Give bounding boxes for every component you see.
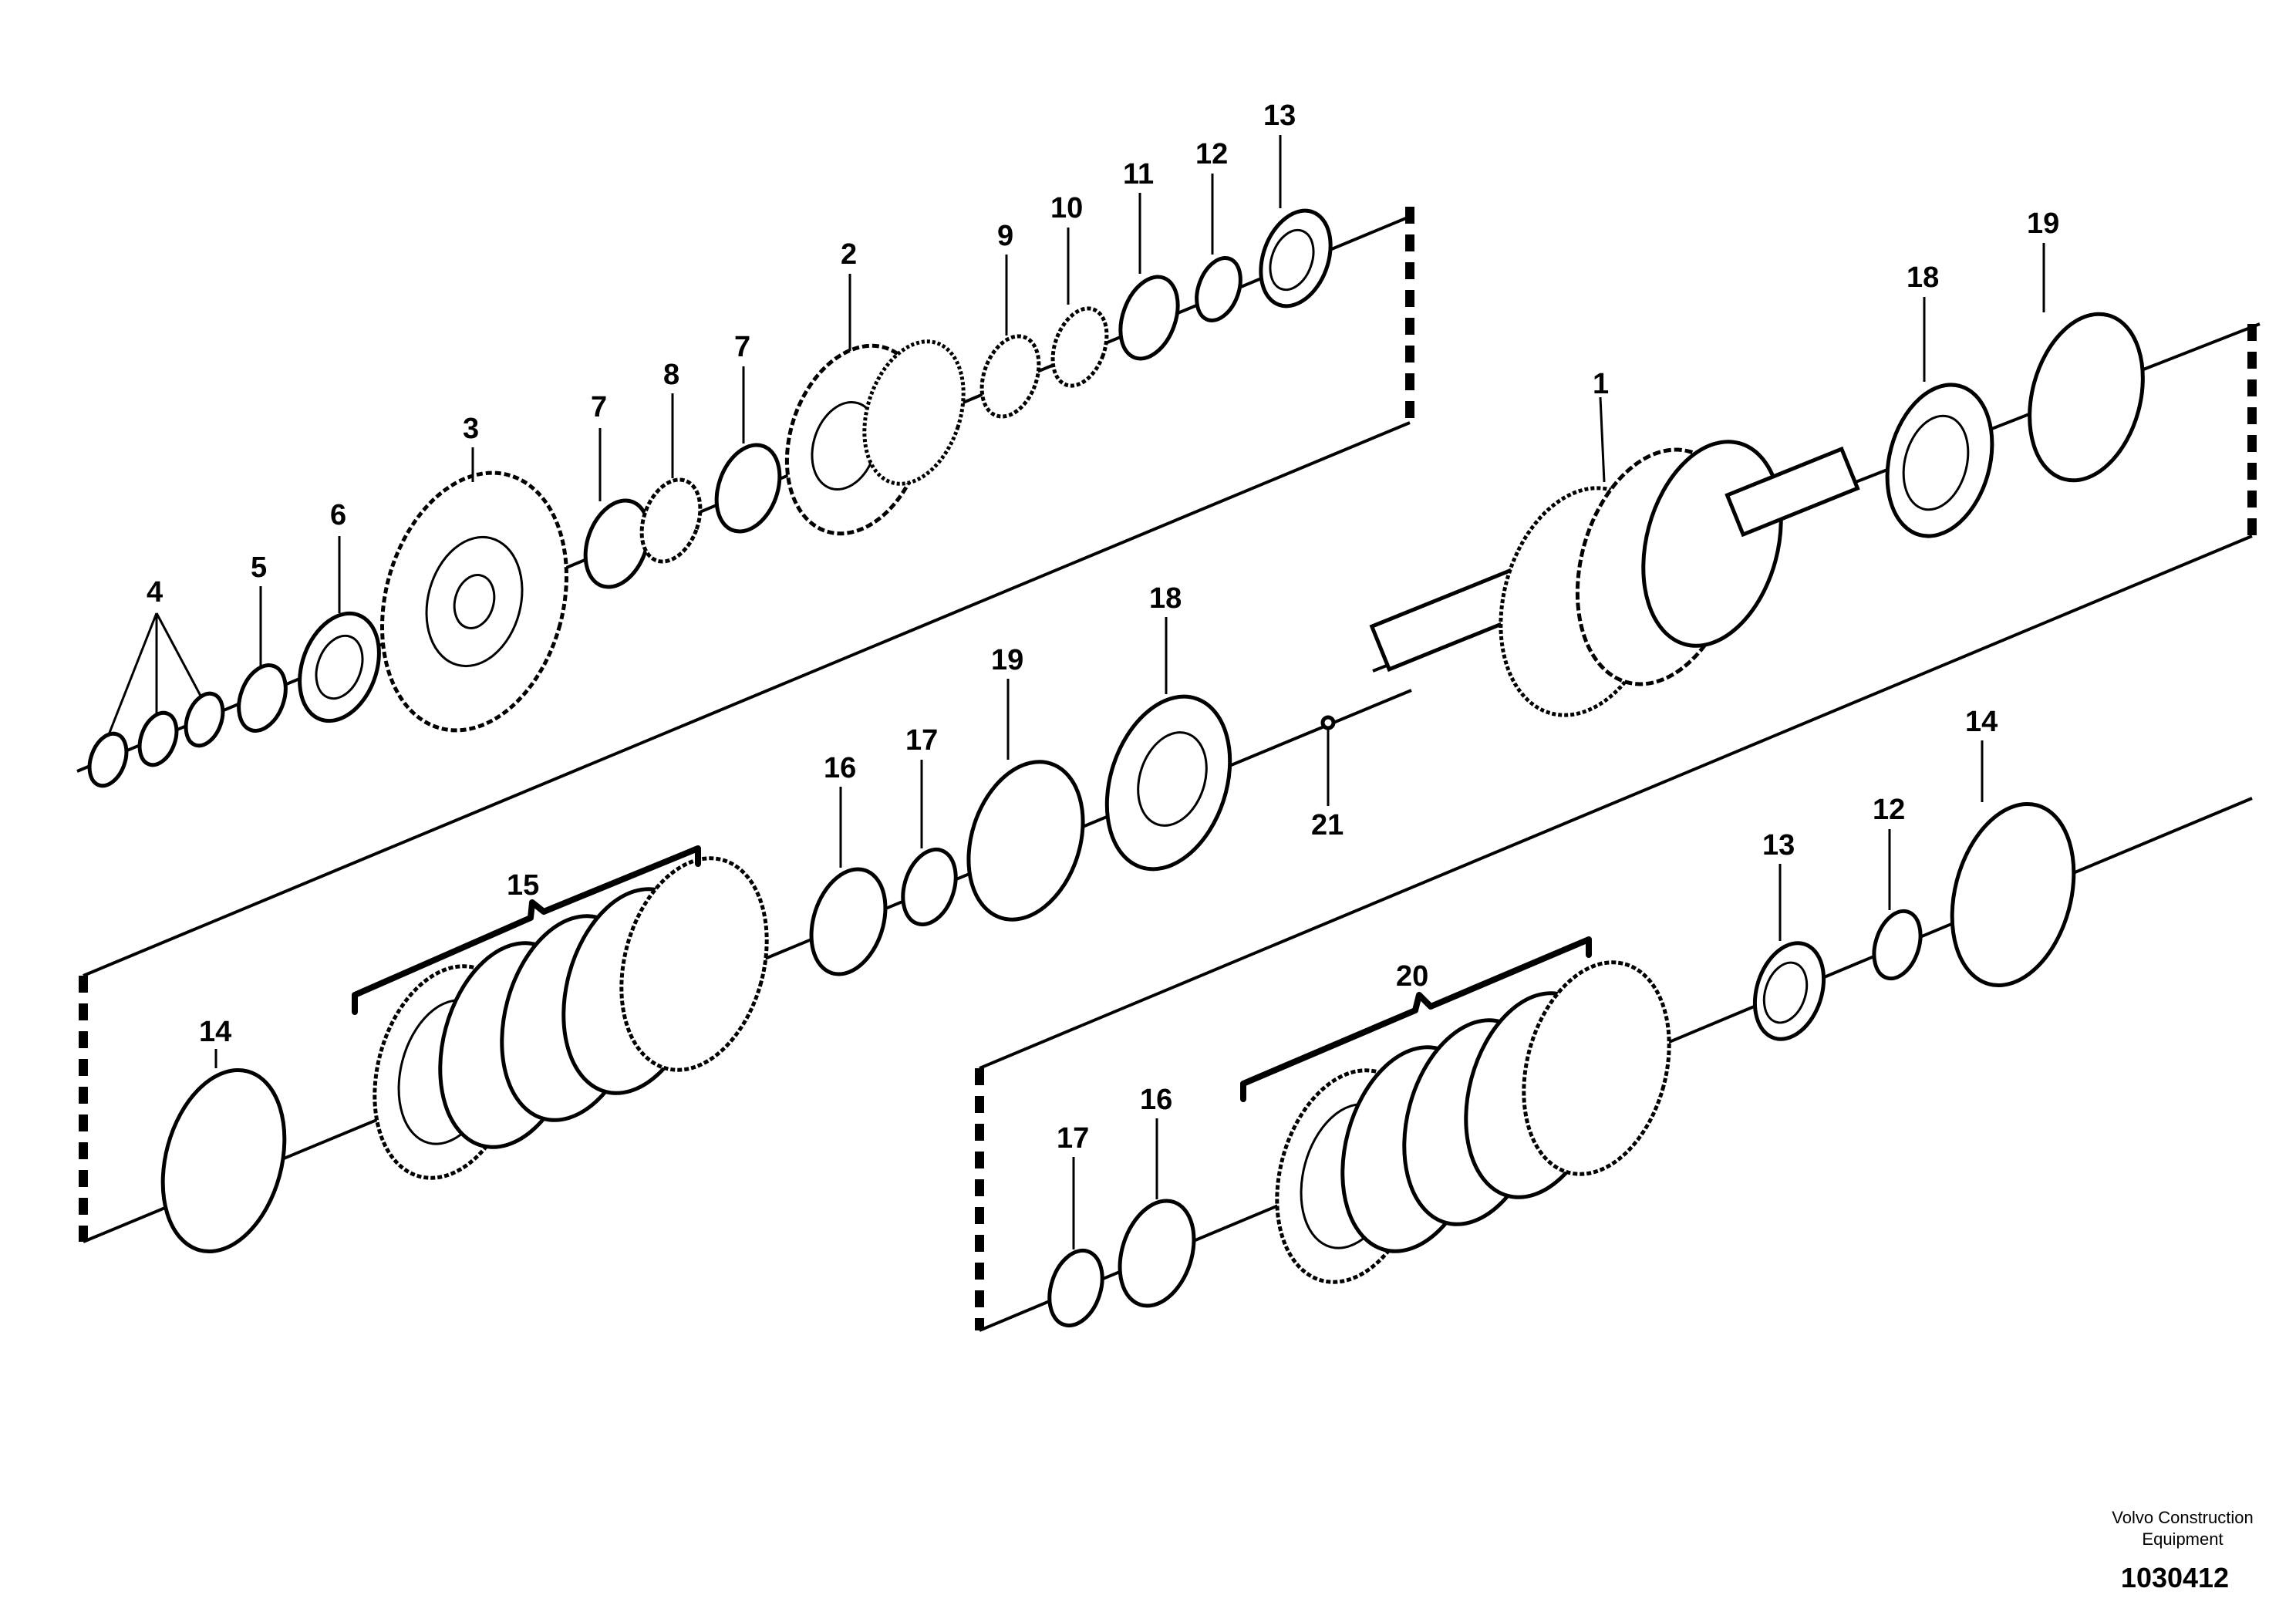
callout-12: 12 <box>1195 138 1228 170</box>
callout-7a: 7 <box>591 391 607 423</box>
snap-ring-17-right <box>1047 1248 1104 1328</box>
leader-lines <box>106 135 2045 1249</box>
callout-2: 2 <box>841 238 857 271</box>
snap-ring-4b <box>137 710 179 767</box>
callout-14-left: 14 <box>199 1016 231 1048</box>
thrust-washer-13-right <box>1752 941 1826 1041</box>
callout-6: 6 <box>330 499 346 531</box>
callout-10: 10 <box>1050 192 1083 224</box>
clutch-disc-15e <box>619 856 769 1072</box>
shaft-1-end <box>1725 446 1860 538</box>
thrust-washer-7b <box>714 443 782 534</box>
brand-line-2: Equipment <box>2142 1529 2223 1549</box>
seal-ring-19-right <box>2028 312 2145 483</box>
snap-ring-14-right <box>1950 801 2076 988</box>
gear-3-hub <box>425 535 524 668</box>
piston-18-left-inner <box>1137 731 1208 827</box>
brace-20 <box>1240 936 1592 1102</box>
callout-4: 4 <box>147 576 163 609</box>
thrust-washer-16-left <box>809 867 888 976</box>
brand-line-1: Volvo Construction <box>2112 1508 2253 1527</box>
piston-18-right-inner <box>1902 414 1970 511</box>
brace-15 <box>352 845 701 1015</box>
seal-ring-19-left <box>966 760 1085 922</box>
callout-20: 20 <box>1396 960 1428 993</box>
callout-7b: 7 <box>734 331 750 363</box>
needle-bearing-10 <box>1050 306 1109 388</box>
thrust-washer-13 <box>1259 208 1333 309</box>
callout-18-left: 18 <box>1149 582 1182 615</box>
thrust-washer-13-inner <box>1269 228 1315 292</box>
thrust-washer-11 <box>1118 275 1180 361</box>
callout-16-left: 16 <box>824 752 856 784</box>
upper-frame-bottom-line <box>83 421 1411 977</box>
thrust-washer-16-right <box>1118 1199 1196 1308</box>
callout-3: 3 <box>463 413 479 445</box>
callout-11: 11 <box>1123 158 1154 191</box>
needle-bearing-8 <box>639 477 703 564</box>
snap-ring-12 <box>1195 256 1242 322</box>
callout-1: 1 <box>1593 368 1609 400</box>
snap-ring-4a <box>87 731 129 788</box>
snap-ring-14-left <box>160 1067 287 1254</box>
callout-19-right: 19 <box>2027 207 2059 240</box>
callout-19-left: 19 <box>991 644 1023 676</box>
plug-21 <box>1320 715 1336 730</box>
callout-12-right: 12 <box>1873 794 1905 826</box>
callout-13-right: 13 <box>1762 829 1795 862</box>
piston-18-left <box>1104 694 1232 872</box>
callout-14-right: 14 <box>1965 706 1998 738</box>
callout-labels: 1 2 3 4 5 6 7 8 7 9 10 11 12 13 18 19 17… <box>147 99 2059 1155</box>
snap-ring-12-right <box>1872 909 1923 981</box>
callout-17-left: 17 <box>905 724 938 757</box>
callout-8: 8 <box>663 359 679 391</box>
callout-5: 5 <box>251 551 267 584</box>
right-frame-bottom-line <box>979 534 2253 1070</box>
gear-3-bore <box>453 574 496 629</box>
gear-3 <box>380 470 568 733</box>
leader-4a <box>106 612 158 737</box>
callout-13: 13 <box>1263 99 1296 132</box>
leader-1 <box>1599 396 1606 483</box>
main-shaft-assembly <box>975 312 2261 1332</box>
callout-9: 9 <box>997 220 1013 252</box>
callout-18-right: 18 <box>1907 261 1939 294</box>
footer: Volvo Construction Equipment 1030412 <box>2112 1508 2253 1593</box>
ball-bearing-6-inner <box>315 634 364 700</box>
clutch-disc-20e <box>1522 960 1671 1176</box>
callout-21: 21 <box>1311 809 1344 841</box>
callout-16-right: 16 <box>1140 1084 1172 1116</box>
drawing-number: 1030412 <box>2121 1562 2229 1593</box>
thrust-washer-7a <box>583 498 651 589</box>
thrust-washer-13-right-inner <box>1762 961 1809 1024</box>
retaining-ring-5 <box>237 663 288 733</box>
snap-ring-17-left <box>901 847 958 927</box>
upper-assembly <box>76 207 1414 1254</box>
callout-15: 15 <box>507 869 539 902</box>
piston-18-right <box>1885 383 1994 538</box>
gear-2-spline <box>862 339 966 486</box>
roller-cage-9 <box>979 334 1041 419</box>
leader-4c <box>155 612 202 696</box>
snap-ring-4c <box>184 691 225 748</box>
callout-17-right: 17 <box>1057 1122 1089 1155</box>
ball-bearing-6 <box>298 611 381 723</box>
